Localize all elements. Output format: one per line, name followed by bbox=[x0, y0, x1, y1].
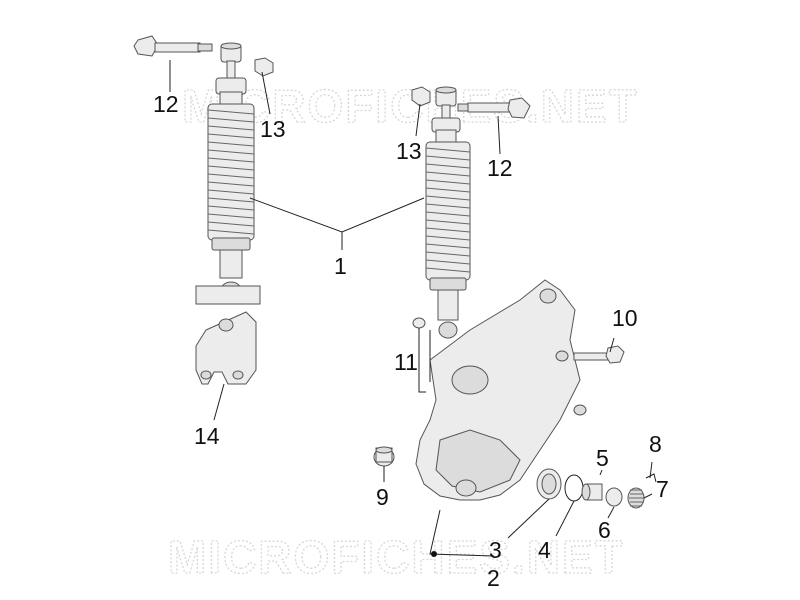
callout-13-right: 13 bbox=[396, 138, 422, 164]
bolt-right bbox=[457, 97, 531, 119]
swing-arm-housing bbox=[415, 279, 587, 501]
callout-5: 5 bbox=[596, 445, 609, 471]
leader-lines bbox=[169, 60, 653, 557]
callout-12-left: 12 bbox=[153, 91, 179, 117]
bolt-10 bbox=[573, 345, 625, 364]
callout-2: 2 bbox=[487, 565, 500, 591]
callout-3: 3 bbox=[489, 537, 502, 563]
callout-10: 10 bbox=[612, 305, 638, 331]
gear-7 bbox=[627, 487, 645, 509]
right-shock-absorber bbox=[411, 86, 531, 339]
callout-11: 11 bbox=[394, 349, 418, 375]
left-shock-absorber bbox=[133, 35, 274, 299]
callout-9: 9 bbox=[376, 484, 389, 510]
nut-11 bbox=[412, 317, 426, 329]
callout-7: 7 bbox=[656, 476, 669, 502]
nut-left bbox=[254, 57, 274, 77]
bolt-left bbox=[133, 35, 213, 57]
circlip-4 bbox=[564, 474, 584, 502]
leader-dot bbox=[431, 551, 437, 557]
callout-13-left: 13 bbox=[260, 116, 286, 142]
watermark-bottom: MICROFICHES.NET bbox=[168, 531, 625, 583]
callout-14: 14 bbox=[194, 423, 220, 449]
watermark-top: MICROFICHES.NET bbox=[182, 80, 639, 132]
washer-6 bbox=[605, 487, 623, 507]
nut-right bbox=[411, 86, 431, 107]
callout-6: 6 bbox=[598, 517, 611, 543]
callout-1: 1 bbox=[334, 253, 347, 279]
mounting-bracket bbox=[195, 285, 261, 385]
callout-4: 4 bbox=[538, 537, 551, 563]
callout-12-right: 12 bbox=[487, 155, 513, 181]
spacer-5 bbox=[581, 483, 603, 501]
callout-labels: 12 13 13 12 1 10 11 14 8 5 7 9 6 3 4 2 bbox=[153, 91, 669, 591]
callout-8: 8 bbox=[649, 431, 662, 457]
bushing-9 bbox=[373, 446, 395, 467]
pin-8 bbox=[645, 473, 657, 483]
bearing-3 bbox=[536, 468, 562, 500]
